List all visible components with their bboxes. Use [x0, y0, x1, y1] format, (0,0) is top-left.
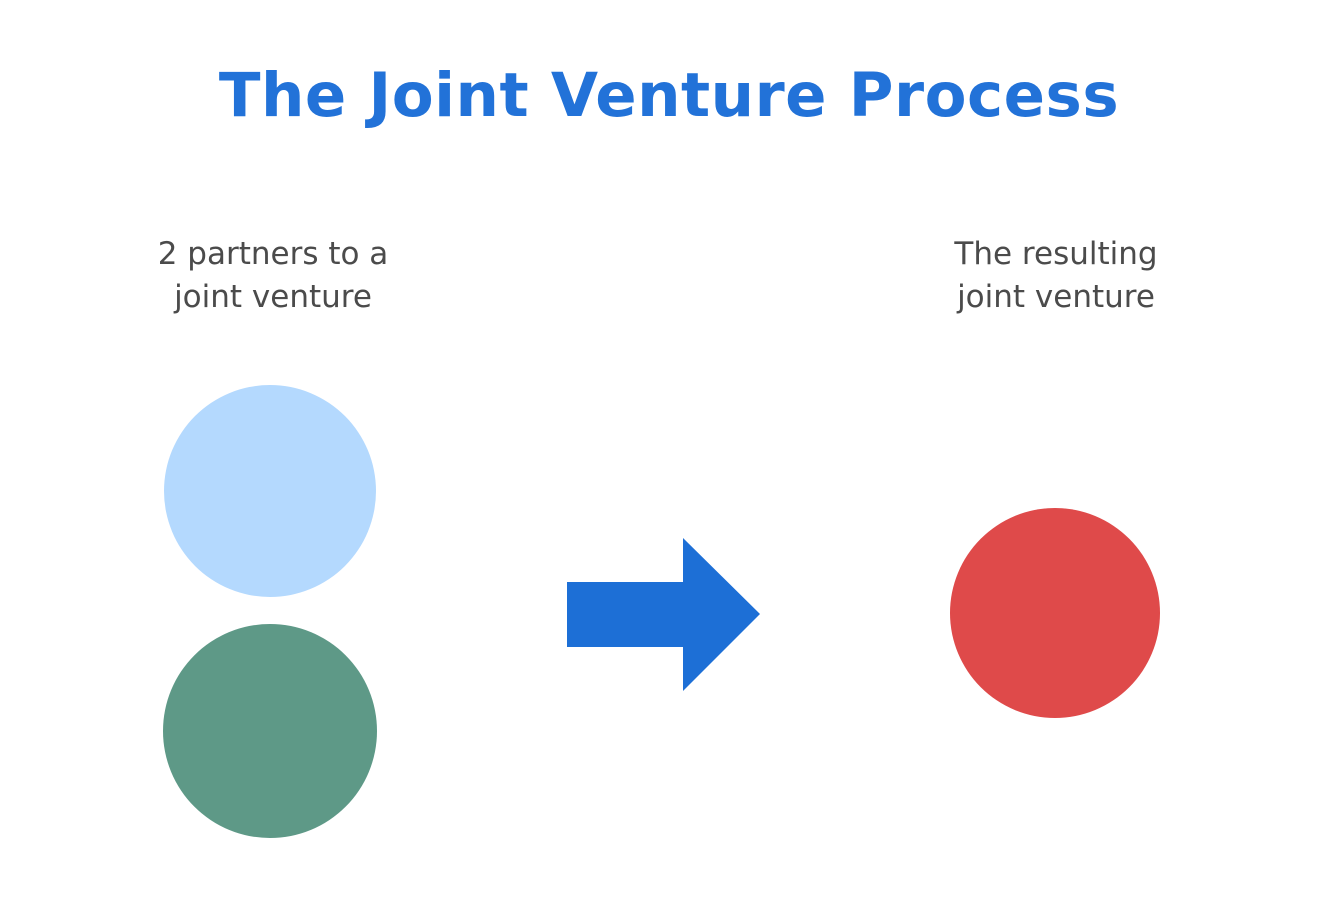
partner2-circle [163, 624, 377, 838]
partner1-circle [164, 385, 376, 597]
page-title: The Joint Venture Process [218, 60, 1120, 131]
right-arrow-icon [567, 538, 760, 691]
result-circle [950, 508, 1160, 718]
result-label: The resulting joint venture [954, 236, 1158, 315]
partners-label: 2 partners to a joint venture [157, 236, 389, 315]
